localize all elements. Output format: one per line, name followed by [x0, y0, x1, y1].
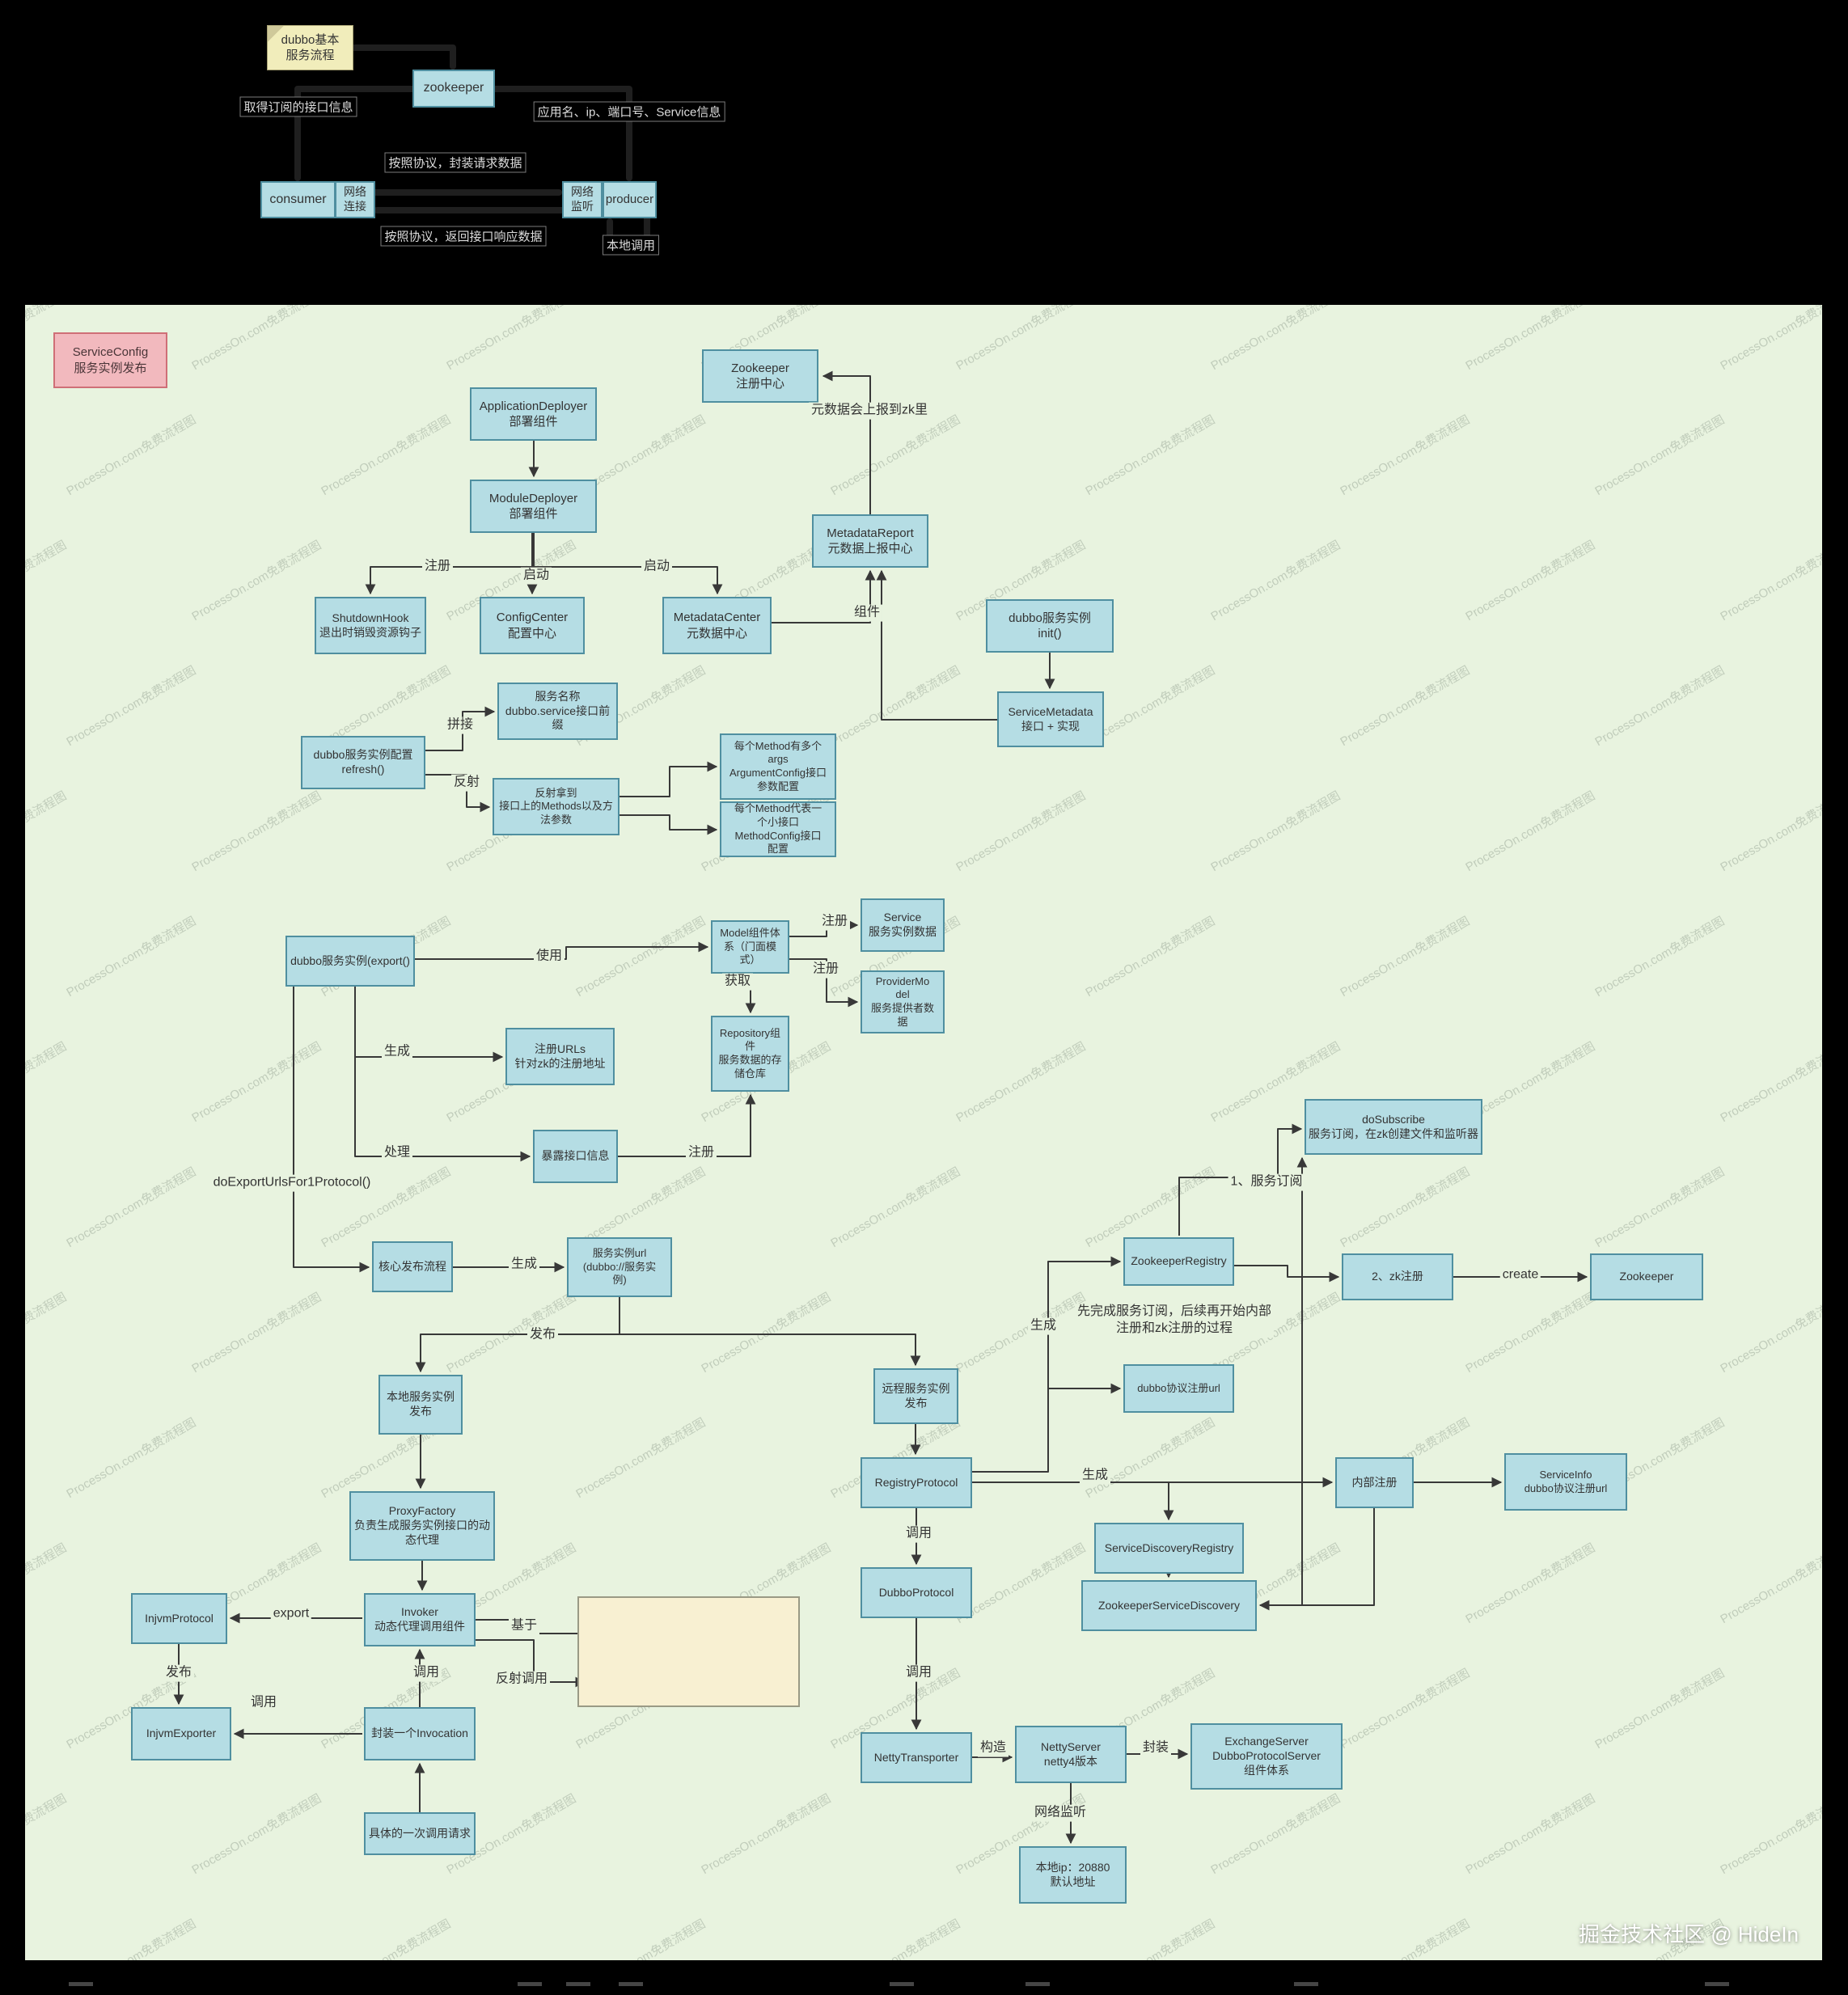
top-connector: [492, 86, 632, 181]
connector-arrow: [876, 569, 997, 721]
connector-arrow: [415, 941, 709, 960]
connector-arrow: [425, 774, 491, 813]
top-connector: [607, 215, 650, 249]
connector-arrow: [822, 370, 871, 514]
connector-arrow: [620, 814, 718, 835]
connector-arrow: [476, 1619, 591, 1639]
connector-arrow: [618, 1093, 756, 1157]
connector-arrow: [789, 958, 859, 1008]
connector-arrow: [1178, 1123, 1303, 1236]
top-connector: [350, 44, 456, 70]
connector-arrow: [1258, 1508, 1375, 1611]
connector-arrow: [620, 1334, 921, 1367]
community-watermark: 掘金技术社区 @ HideIn: [1579, 1922, 1799, 1946]
connector-arrow: [425, 706, 496, 751]
connector-arrow: [789, 919, 859, 937]
connector-arrow: [1234, 1265, 1340, 1283]
connector-arrow: [533, 533, 723, 595]
top-connector: [294, 86, 416, 181]
connector-arrow: [972, 1256, 1122, 1473]
connector-arrow: [354, 987, 504, 1063]
connector-arrow: [365, 533, 535, 595]
connector-arrow: [415, 1297, 620, 1373]
connector-arrow: [772, 569, 876, 623]
connector-arrow: [293, 987, 370, 1273]
connector-arrow: [476, 1639, 586, 1688]
connector-arrow: [354, 987, 531, 1162]
connector-arrow: [620, 761, 718, 797]
